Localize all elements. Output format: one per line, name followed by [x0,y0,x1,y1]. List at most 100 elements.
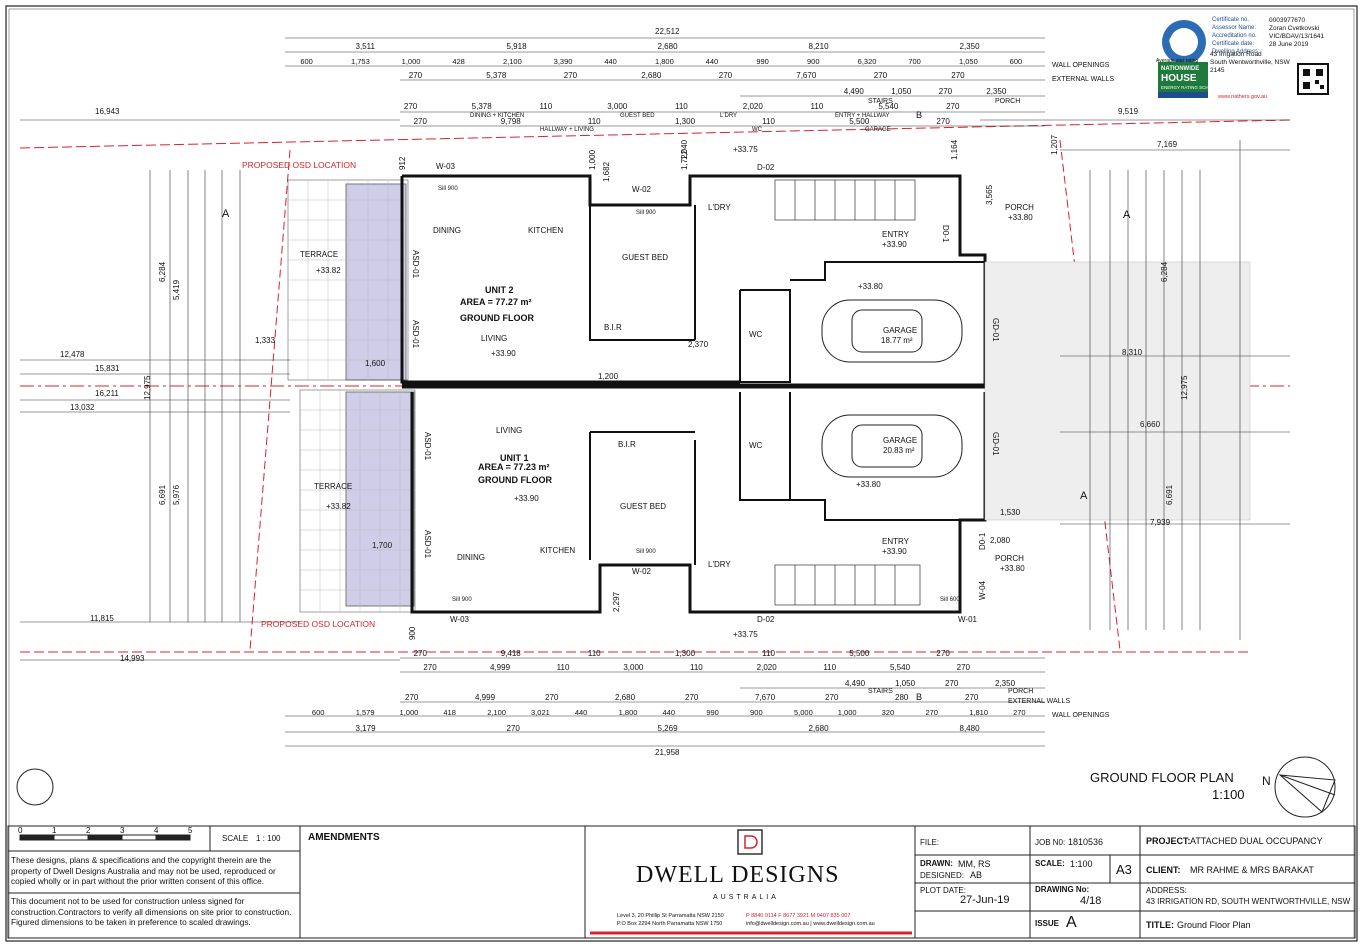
company-contact-1: P 8840 9114 F 8677 3921 M 0407 835 007 [746,913,851,919]
dimension-label: 600 [1009,57,1023,66]
company-country: AUSTRALIA [713,894,779,901]
dimension-label: 270 [825,693,839,702]
dimension-label: 1,753 [351,57,370,66]
dimension-label: 270 [413,649,427,658]
sill-top-1: Sill 900 [438,186,458,192]
client-label: CLIENT: [1146,865,1181,875]
dimension-label: 1,300 [675,649,696,658]
dimension-label: 2,350 [959,42,980,51]
dimension-label: 3,000 [623,663,644,672]
label-dining-kitchen-top: DINING + KITCHEN [470,113,525,119]
label-stairs-top: STAIRS [868,98,893,105]
cert-value: 0003977670 [1269,17,1306,24]
opening-gd01-bottom: GD-01 [991,432,1000,456]
dimension-label: 270 [403,102,418,111]
dimension-label: 270 [956,663,971,672]
copyright-notice: These designs, plans & specifications an… [11,855,276,886]
opening-w02-top: W-02 [632,185,651,194]
dimension-label: 110 [587,649,601,658]
cert-value: 2145 [1210,67,1225,74]
dimension-label: 270 [936,117,950,126]
dimension-label: 270 [936,649,950,658]
issue-label: ISSUE [1035,919,1060,928]
u2-living: LIVING [481,334,508,343]
dimension-label: 1,300 [675,117,696,126]
scale-bar [19,834,191,841]
u1-entry: ENTRY [882,537,909,546]
dimension-label: 1,800 [655,57,674,66]
dimension-label: 2,100 [503,57,522,66]
dimension-label: 1,810 [969,708,989,717]
dimension-label: 440 [705,57,719,66]
project-label: PROJECT: [1146,836,1191,846]
u1-living: LIVING [496,426,523,435]
stairs [774,179,921,606]
plan-scale: 1:100 [1212,787,1245,802]
dimension-label: 1,050 [959,57,978,66]
dimension-label: 2,680 [657,42,678,51]
company-contact-2: info@dwelldesign.com.au | www.dwelldesig… [746,921,875,927]
paper-size: A3 [1116,862,1132,877]
plot-date-label: PLOT DATE: [920,886,966,895]
left-dimension-label: 16,943 [95,107,120,116]
dimension-label: 7,670 [796,71,817,80]
opening-w03-top: W-03 [436,162,455,171]
dimension-label: 270 [718,71,733,80]
qr-code-icon [1297,63,1329,95]
scale-bar-number: 3 [120,826,125,835]
cert-brand-3: ENERGY RATING SCHEME [1161,85,1219,90]
dimension-label: 7,670 [755,693,776,702]
u2-ldry: L'DRY [708,203,731,212]
company-address-2: P.O Box 2294 North Parramatta NSW 1750 [617,921,723,927]
u1-terrace: TERRACE [314,482,353,491]
u2-terrace-level: +33.82 [316,266,341,275]
u1-porch: PORCH [995,554,1024,563]
section-b-top: B [916,110,923,120]
dimension-label: 3,021 [531,708,550,717]
dimension-label: 1,050 [891,87,912,96]
issue-value: A [1066,914,1077,931]
left-dimension-label: 11,815 [90,614,114,623]
unit1-floor: GROUND FLOOR [478,475,552,485]
right-dimension-label: 8,310 [1122,348,1143,357]
dimension-label: 5,500 [849,117,870,126]
left-dimension-label: 6,284 [158,261,167,282]
dimension-label: 270 [506,724,520,733]
plot-date-value: 27-Jun-19 [960,894,1010,906]
unit1-name: UNIT 1 [500,453,529,463]
dimension-label: 440 [662,708,676,717]
dimension-label: 1,050 [895,679,916,688]
cert-value: 43 Irrigation Road [1210,51,1262,58]
left-dimension-label: 15,831 [95,364,120,373]
label-wall-openings-top: WALL OPENINGS [1052,62,1110,69]
car-bottom [821,414,963,478]
osd-tank-top [345,183,407,381]
bottom-dimension-lines [20,621,1045,747]
dimension-label: 110 [690,663,703,672]
dimension-label: 2,680 [808,724,829,733]
scale-bar-number: 1 [52,826,57,835]
dimension-label: 270 [405,693,419,702]
dimension-label: 270 [946,102,960,111]
left-dimension-label: 5,976 [172,484,181,505]
label-wall-openings-bottom: WALL OPENINGS [1052,712,1110,719]
top-dimension-lines [20,37,1290,127]
u1-garage-level: +33.80 [856,480,881,489]
dwell-logo-icon [737,829,763,855]
u2-garage-area: 18.77 m² [881,336,913,345]
label-external-walls-bottom: EXTERNAL WALLS [1008,698,1071,705]
right-dimension-label: 12,975 [1180,375,1189,400]
u2-porch: PORCH [1005,203,1034,212]
title-block-frame [7,825,1356,939]
dimension-label: 440 [604,57,617,66]
unit2-name: UNIT 2 [485,285,514,295]
right-dimension-label: 1,530 [1000,508,1021,517]
dimension-label: 2,100 [487,708,506,717]
label-guest-bed-top: GUEST BED [620,113,655,119]
dimension-label: 270 [938,87,953,96]
dimension-label: 700 [908,57,921,66]
label-porch-top: PORCH [995,98,1021,105]
dimension-label: 110 [539,102,553,111]
u2-d02-level: +33.75 [733,145,758,154]
